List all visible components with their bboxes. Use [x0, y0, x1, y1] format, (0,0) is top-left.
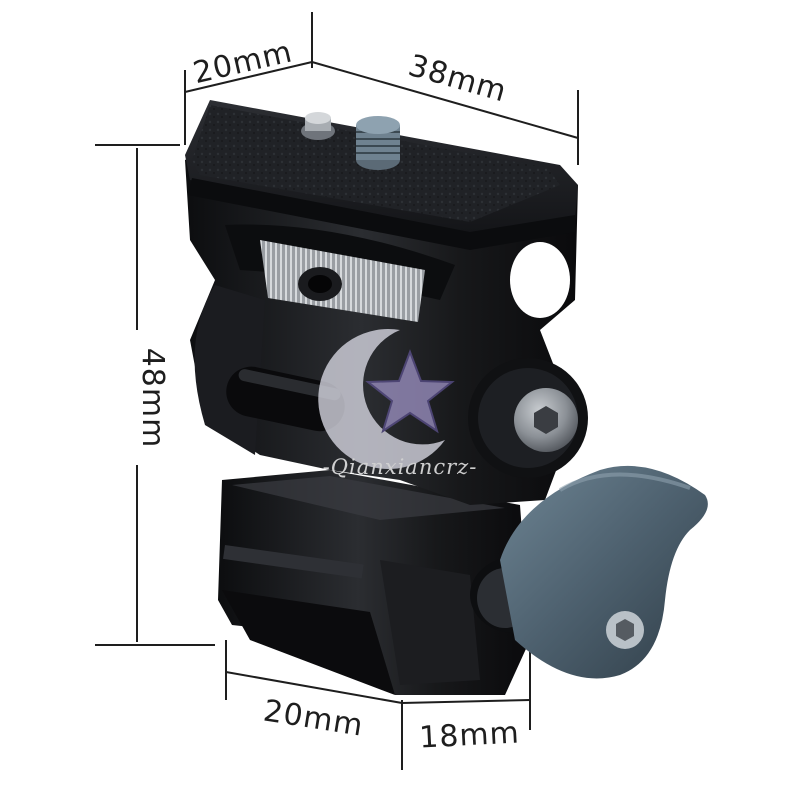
- watermark-text: -Qianxiancrz-: [323, 455, 478, 479]
- dim-label-bottom-left: 20mm: [261, 693, 366, 743]
- lock-knob: [470, 465, 708, 679]
- dimension-lines: [95, 12, 579, 770]
- dim-label-left: 48mm: [135, 348, 170, 449]
- star-icon: [365, 349, 455, 434]
- dim-label-top-right: 38mm: [404, 48, 510, 109]
- dim-label-top-left: 20mm: [190, 34, 296, 91]
- dim-label-bottom-right: 18mm: [418, 715, 520, 755]
- top-plate: [185, 100, 578, 250]
- clamp-base: [218, 470, 530, 695]
- watermark: -Qianxiancrz-: [318, 329, 478, 479]
- camera-mount: [185, 100, 708, 695]
- crescent-moon-icon: [318, 329, 445, 470]
